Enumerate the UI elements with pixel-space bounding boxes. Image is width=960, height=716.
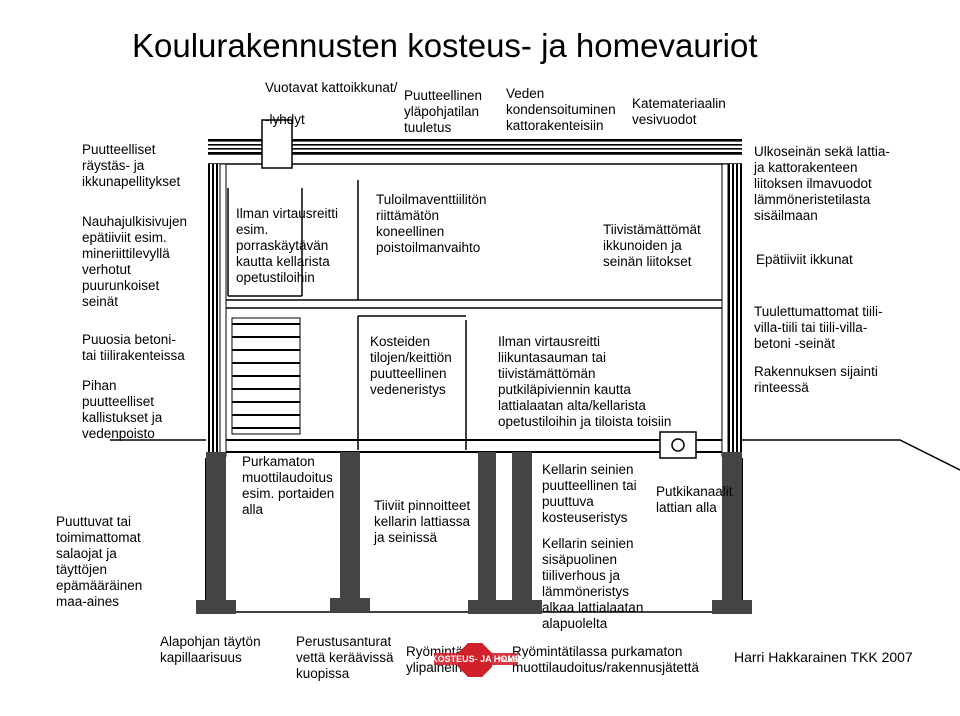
logo-text-line1: KOSTEUS- JA HOME bbox=[431, 654, 521, 664]
label-cellar-walls: Kellarin seinien puutteellinen tai puutt… bbox=[542, 462, 637, 525]
label-slope: Rakennuksen sijainti rinteessä bbox=[754, 364, 878, 395]
label-mech-vent: Tuloilmaventtiilitön riittämätön koneell… bbox=[376, 192, 487, 255]
roof-lantern bbox=[261, 119, 293, 169]
intermediate-floor bbox=[226, 299, 722, 309]
label-stair-vent: Ilman virtausreitti esim. porraskäytävän… bbox=[236, 206, 339, 285]
credit: Harri Hakkarainen TKK 2007 bbox=[734, 649, 913, 665]
staircase bbox=[231, 317, 301, 435]
pipe-channel bbox=[659, 431, 697, 459]
logo-kosteus-ja-home-talkoot: KOSTEUS- JA HOME TALKOOT bbox=[416, 641, 534, 685]
page-title: Koulurakennusten kosteus- ja homevauriot bbox=[132, 27, 758, 64]
label-capillary: Alapohjan täytön kapillaarisuus bbox=[160, 634, 261, 665]
label-wood-concrete: Puuosia betoni- tai tiilirakenteissa bbox=[82, 332, 185, 363]
label-coatings: Tiiviit pinnoitteet kellarin lattiassa j… bbox=[374, 498, 471, 545]
label-drains: Puuttuvat tai toimimattomat salaojat ja … bbox=[56, 514, 143, 609]
label-flashings: Puutteelliset räystäs- ja ikkunapellityk… bbox=[82, 142, 181, 189]
label-pipe-channels: Putkikanaalit lattian alla bbox=[656, 484, 733, 515]
label-roof-water: Katemateriaalin vesivuodot bbox=[632, 96, 726, 127]
basement-columns bbox=[196, 452, 752, 614]
logo-emblem: KOSTEUS- JA HOME TALKOOT bbox=[431, 643, 527, 677]
roof bbox=[208, 119, 742, 169]
label-crawl-uncleaned: Purkamaton muottilaudoitus esim. portaid… bbox=[242, 454, 335, 517]
ground-line bbox=[110, 439, 960, 471]
label-crawl-formwork: Ryömintätilassa purkamaton muottilaudoit… bbox=[512, 644, 699, 675]
label-attic-vent: Puutteellinen yläpohjatilan tuuletus bbox=[404, 88, 483, 135]
right-outer-wall bbox=[721, 163, 742, 457]
label-uninsulated: Tuulettumattomat tiili- villa-tiili tai … bbox=[754, 304, 883, 351]
label-footings: Perustusanturat vettä keräävissä kuopiss… bbox=[296, 634, 394, 681]
logo-text-line2: TALKOOT bbox=[498, 658, 527, 664]
inner-walls bbox=[227, 180, 467, 450]
label-air-leak: Ilman virtausreitti liikuntasauman tai t… bbox=[498, 334, 672, 429]
label-cellar-insul: Kellarin seinien sisäpuolinen tiiliverho… bbox=[542, 536, 644, 631]
label-yard: Pihan puutteelliset kallistukset ja vede… bbox=[82, 378, 163, 441]
ground-floor-slab bbox=[226, 439, 722, 453]
label-nails: Nauhajulkisivujen epätiiviit esim. miner… bbox=[82, 214, 188, 309]
label-window-joints: Tiivistämättömät ikkunoiden ja seinän li… bbox=[603, 222, 701, 269]
label-wet-rooms: Kosteiden tilojen/keittiön puutteellinen… bbox=[370, 334, 452, 397]
label-roof-windows: Vuotavat kattoikkunat/ -lyhdyt bbox=[265, 80, 398, 127]
left-outer-wall bbox=[206, 163, 227, 457]
label-wall-joints: Ulkoseinän sekä lattia- ja kattorakentee… bbox=[754, 144, 890, 223]
label-condensation: Veden kondensoituminen kattorakenteisiin bbox=[506, 86, 616, 133]
label-leaky-windows: Epätiiviit ikkunat bbox=[756, 252, 853, 267]
